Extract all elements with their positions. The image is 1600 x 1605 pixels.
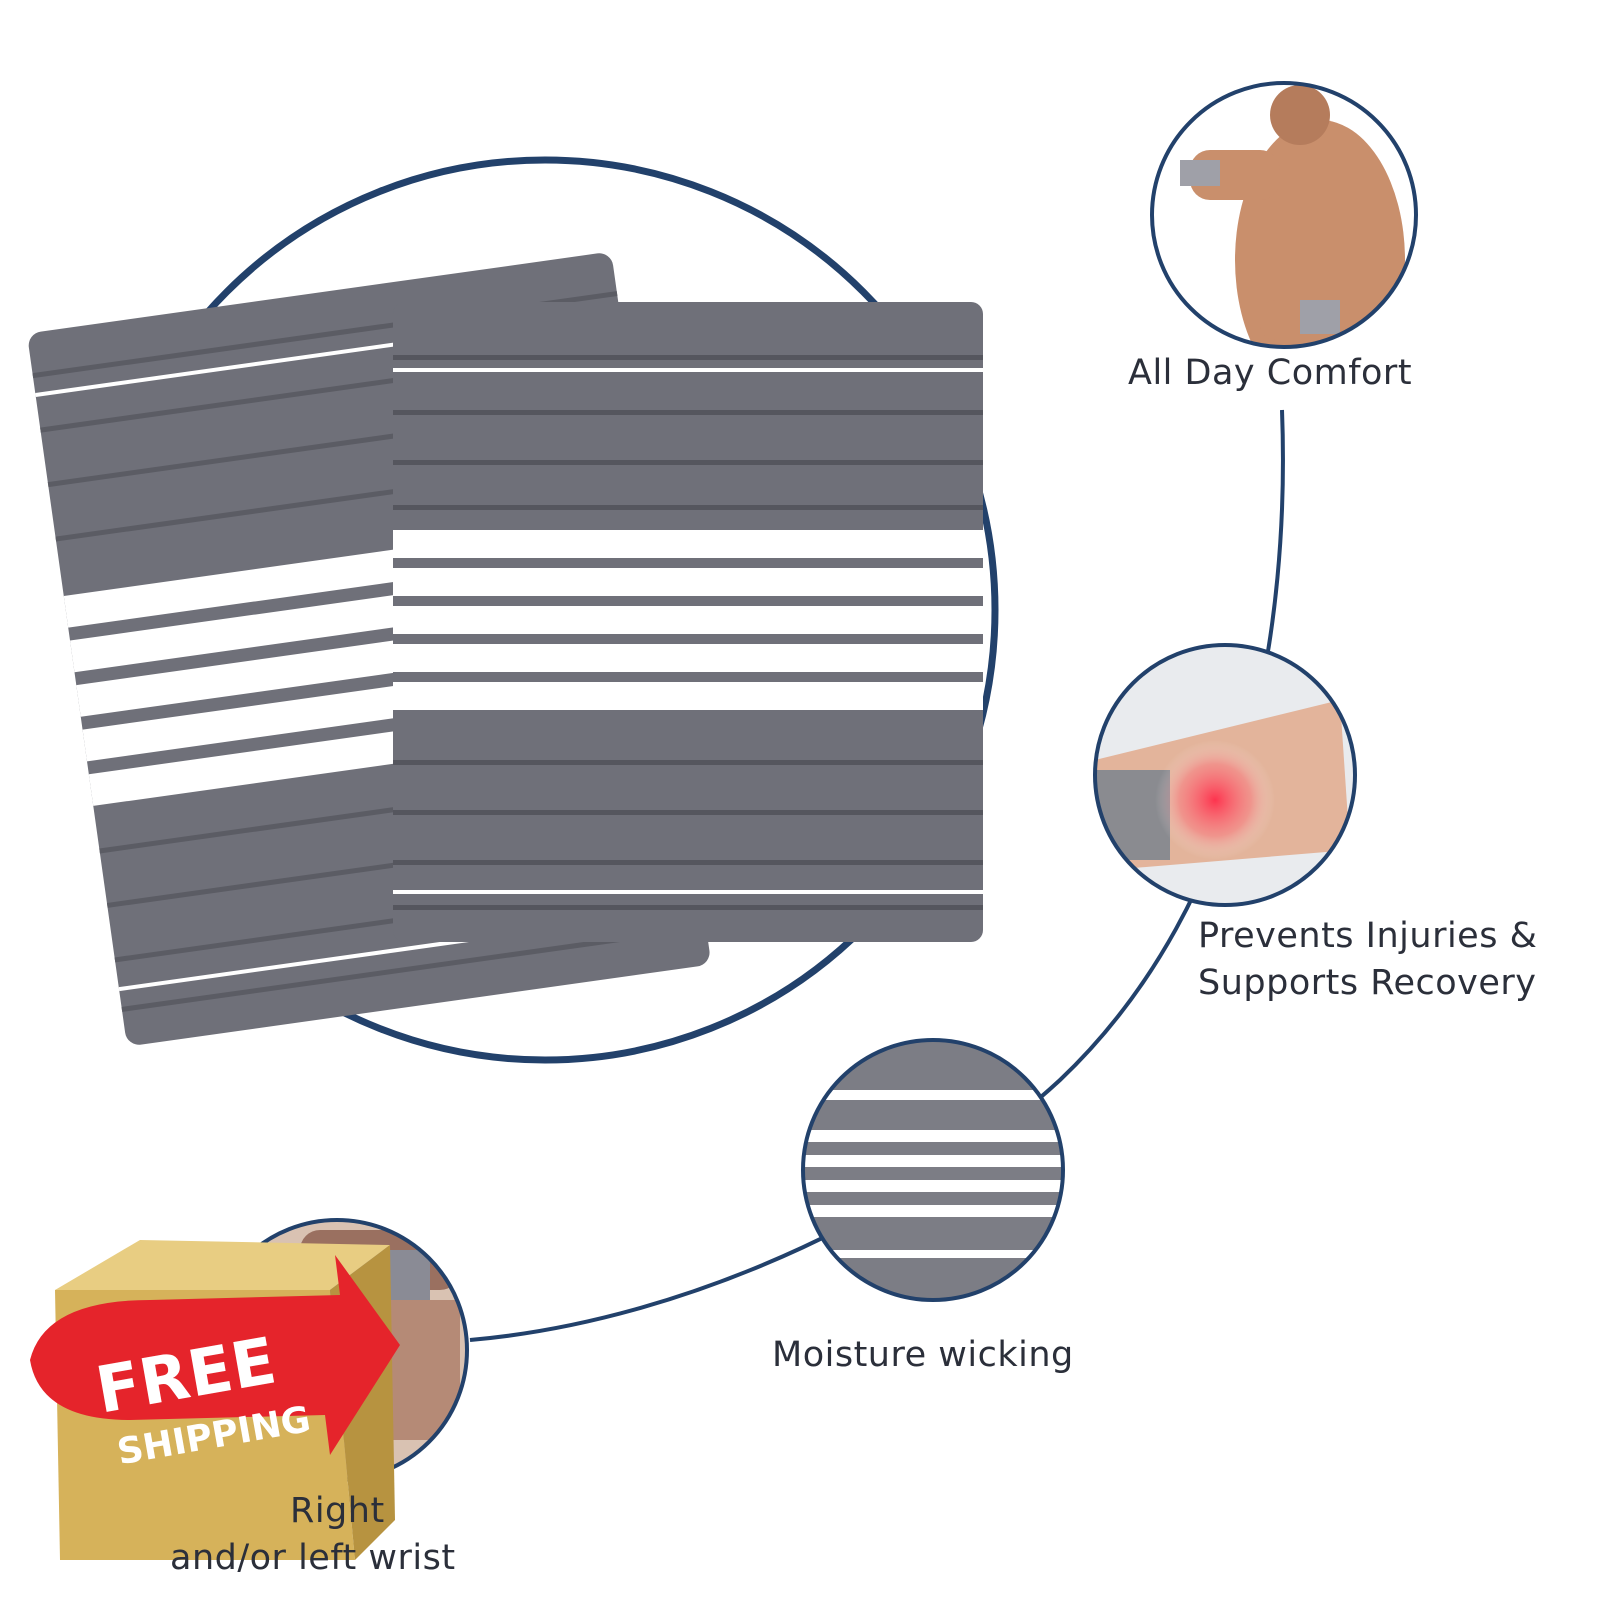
red-arrow-icon [30, 1255, 400, 1455]
feature-label-injury-line1: Prevents Injuries & [1198, 916, 1538, 956]
comfort-photo [1152, 83, 1416, 347]
comfort-circle [1150, 81, 1418, 349]
moisture-photo [803, 1040, 1063, 1300]
injury-photo [1095, 645, 1355, 905]
injury-circle [1093, 643, 1357, 907]
connector-line [469, 409, 1285, 1342]
feature-label-comfort: All Day Comfort [1128, 353, 1413, 393]
feature-label-fit: Right and/or left wrist [170, 1488, 456, 1582]
feature-label-injury: Prevents Injuries & Supports Recovery [1198, 913, 1537, 1007]
feature-label-fit-line2: and/or left wrist [170, 1538, 456, 1578]
feature-label-moisture: Moisture wicking [772, 1335, 1074, 1375]
moisture-circle [801, 1038, 1065, 1302]
feature-label-injury-line2: Supports Recovery [1198, 963, 1537, 1003]
feature-label-fit-line1: Right [290, 1491, 385, 1531]
wrist-wrap-front [393, 302, 983, 942]
free-shipping-badge: FREE SHIPPING [30, 1240, 400, 1560]
